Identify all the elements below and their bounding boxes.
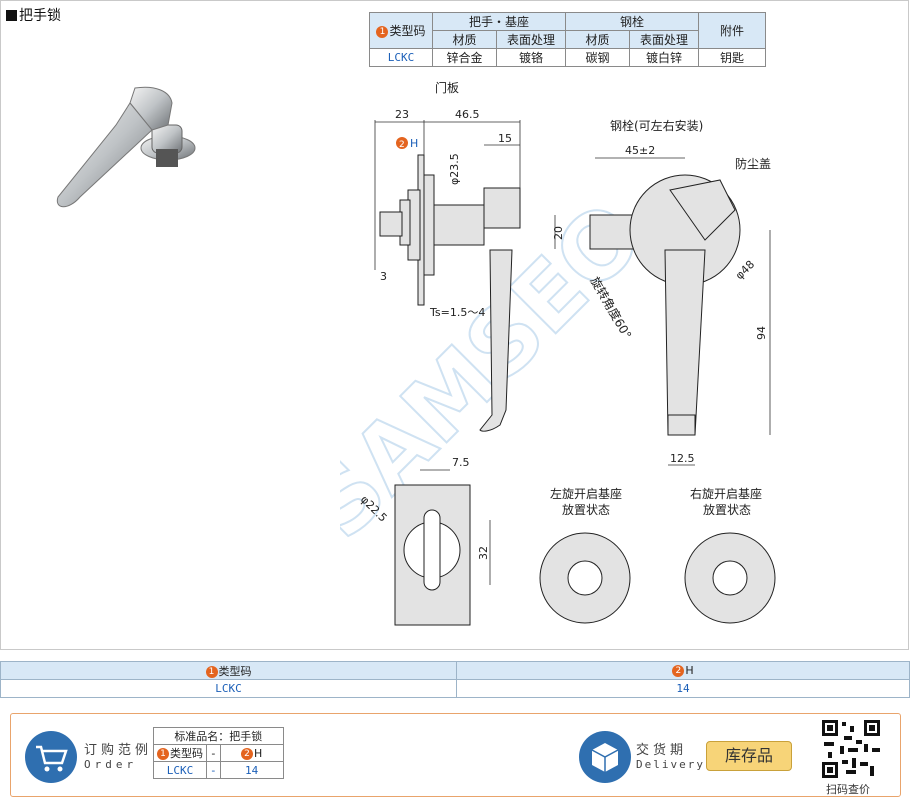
label-right-base-2: 放置状态 [703, 502, 751, 517]
spec-cell: 锌合金 [432, 48, 497, 67]
dim-phi-48: φ48 [733, 258, 757, 282]
order-label-en: Order [84, 758, 138, 771]
stock-button[interactable]: 库存品 [706, 741, 792, 771]
spec-cell: 镀白锌 [629, 48, 699, 67]
title-square-icon [6, 9, 17, 21]
spec-cell-code: LCKC [369, 48, 433, 67]
dim-7-5: 7.5 [452, 456, 470, 469]
label-bolt: 钢栓(可左右安装) [610, 118, 703, 133]
dim-15: 15 [498, 132, 512, 145]
spec-group-handle: 把手・基座 [432, 12, 566, 31]
spec-group-accessory: 附件 [698, 12, 766, 49]
delivery-label-en: Delivery [636, 758, 705, 771]
spec-cell: 钥匙 [698, 48, 766, 67]
spec-cell: 镀铬 [496, 48, 566, 67]
dim-12-5: 12.5 [670, 452, 695, 465]
product-photo [56, 86, 196, 208]
order-label-cn: 订购范例 [84, 743, 153, 758]
dim-32: 32 [477, 546, 490, 560]
order-value-h: 14 [219, 761, 284, 779]
page-title: 把手锁 [6, 5, 61, 25]
spec-sub-surface: 表面处理 [496, 30, 566, 49]
summary-cell-h: 14 [456, 679, 910, 698]
dim-23: 23 [395, 108, 409, 121]
svg-text:2: 2 [399, 140, 405, 150]
spec-group-bolt: 钢栓 [565, 12, 699, 31]
dim-phi-23-5: φ23.5 [448, 153, 461, 185]
dim-3: 3 [380, 270, 387, 283]
drawing-frame [0, 0, 909, 650]
dim-94: 94 [755, 326, 768, 340]
spec-cell: 碳钢 [565, 48, 630, 67]
dim-46-5: 46.5 [455, 108, 480, 121]
spec-sub-material: 材质 [432, 30, 497, 49]
h-label: 2 H [396, 137, 418, 150]
order-std-name: 标准品名：把手锁 [153, 727, 284, 745]
order-value-code: LCKC [153, 761, 207, 779]
label-left-base-1: 左旋开启基座 [550, 486, 622, 501]
label-door-panel: 门板 [435, 80, 459, 95]
order-example-box [10, 713, 901, 797]
cart-icon [25, 731, 77, 783]
svg-text:H: H [410, 137, 418, 150]
dim-45: 45±2 [625, 144, 655, 157]
order-dash: - [206, 744, 221, 762]
summary-cell-code: LCKC [0, 679, 457, 698]
technical-drawing: SAMSEO 23 [340, 80, 776, 626]
qr-caption: 扫码查价 [826, 783, 870, 796]
dim-ts: Ts=1.5～4 [429, 306, 485, 319]
order-dash: - [206, 761, 221, 779]
delivery-box-icon [579, 731, 631, 783]
label-right-base-1: 右旋开启基座 [690, 486, 762, 501]
spec-sub-surface: 表面处理 [629, 30, 699, 49]
dim-20: 20 [552, 226, 565, 240]
delivery-label-cn: 交货期 [636, 743, 688, 758]
label-left-base-2: 放置状态 [562, 502, 610, 517]
number-badge-1: 1 [376, 25, 389, 38]
page-title-text: 把手锁 [19, 8, 61, 24]
label-dust-cover: 防尘盖 [735, 156, 771, 171]
qr-code-icon[interactable] [820, 718, 882, 780]
spec-sub-material: 材质 [565, 30, 630, 49]
